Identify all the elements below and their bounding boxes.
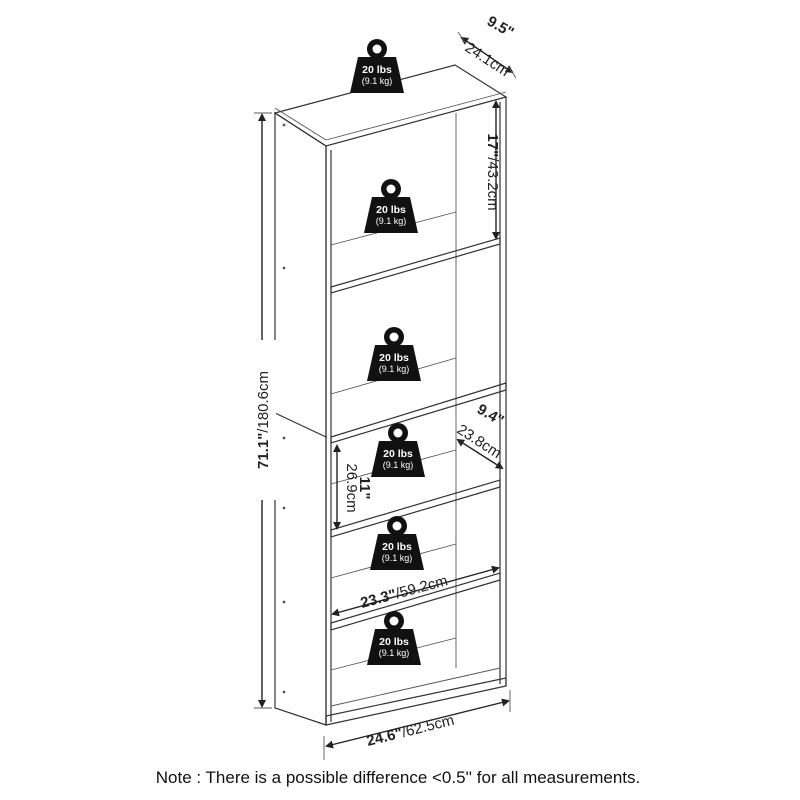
svg-text:(9.1 kg): (9.1 kg)	[383, 460, 414, 470]
svg-text:9.4": 9.4"	[474, 401, 507, 430]
weight-icon-shelf-4: 20 lbs (9.1 kg)	[370, 516, 424, 570]
svg-text:20 lbs: 20 lbs	[379, 636, 409, 648]
svg-text:24.6"/62.5cm: 24.6"/62.5cm	[365, 712, 456, 750]
weight-icon-top: 20 lbs (9.1 kg)	[350, 39, 404, 93]
svg-text:23.3"/59.2cm: 23.3"/59.2cm	[359, 572, 450, 612]
svg-text:(9.1 kg): (9.1 kg)	[376, 216, 407, 226]
dim-total-height: 71.1"/180.6cm	[248, 112, 276, 709]
top-board-thickness	[325, 91, 507, 141]
svg-text:26.9cm: 26.9cm	[343, 463, 360, 512]
bottom-board-inner	[330, 667, 501, 707]
svg-text:20 lbs: 20 lbs	[362, 64, 392, 76]
dim-outer-width: 24.6"/62.5cm	[323, 690, 511, 760]
svg-text:(9.1 kg): (9.1 kg)	[379, 364, 410, 374]
weight-icon-shelf-1: 20 lbs (9.1 kg)	[364, 179, 418, 233]
svg-text:(9.1 kg): (9.1 kg)	[379, 648, 410, 658]
measurement-note: Note : There is a possible difference <0…	[156, 768, 640, 787]
dim-shelf-height: 17"/43.2cm	[484, 100, 501, 240]
svg-text:17"/43.2cm: 17"/43.2cm	[484, 133, 501, 210]
svg-text:20 lbs: 20 lbs	[383, 448, 413, 460]
svg-text:(9.1 kg): (9.1 kg)	[362, 76, 393, 86]
dim-lower-shelf-height: 11" 26.9cm	[333, 444, 373, 530]
weight-icon-shelf-2: 20 lbs (9.1 kg)	[367, 327, 421, 381]
top-board-thickness-left	[274, 107, 327, 141]
dim-inner-width: 23.3"/59.2cm	[331, 565, 500, 617]
svg-text:20 lbs: 20 lbs	[376, 204, 406, 216]
side-holes	[282, 123, 286, 694]
weight-icon-shelf-5: 20 lbs (9.1 kg)	[367, 611, 421, 665]
left-side-panel	[274, 111, 327, 726]
svg-text:20 lbs: 20 lbs	[379, 352, 409, 364]
svg-text:71.1"/180.6cm: 71.1"/180.6cm	[255, 371, 272, 469]
weight-icon-shelf-3: 20 lbs (9.1 kg)	[371, 423, 425, 477]
svg-text:20 lbs: 20 lbs	[382, 541, 412, 553]
svg-text:11": 11"	[356, 477, 373, 500]
svg-text:9.5": 9.5"	[484, 13, 517, 42]
svg-text:(9.1 kg): (9.1 kg)	[382, 553, 413, 563]
dim-inner-depth: 9.4" 23.8cm	[454, 401, 507, 470]
dim-top-depth: 9.5" 24.1cm	[457, 13, 517, 80]
